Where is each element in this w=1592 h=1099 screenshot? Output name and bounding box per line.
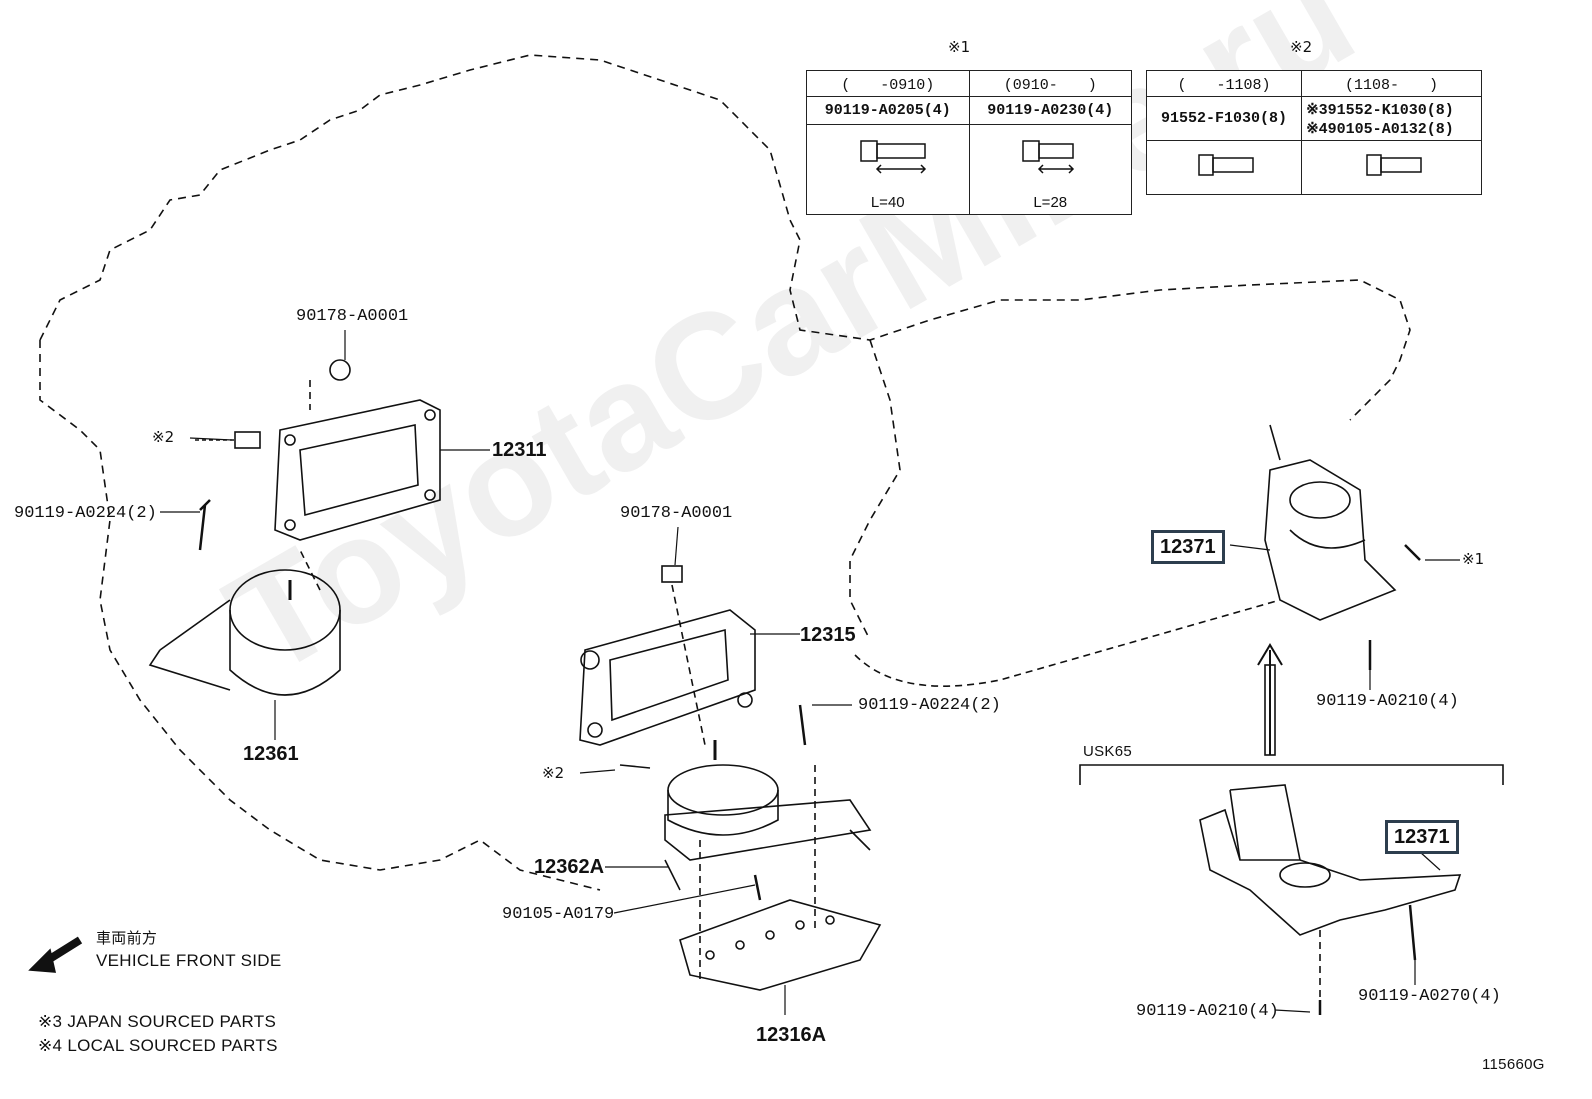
table2-part-2: ※490105-A0132(8): [1306, 120, 1454, 138]
label-12361: 12361: [243, 743, 299, 765]
label-90119-a0224-left: 90119-A0224(2): [14, 504, 157, 523]
label-mark2-mid: ※2: [542, 764, 565, 782]
legend-front-en: VEHICLE FRONT SIDE: [96, 951, 282, 970]
table2-part-0: 91552-F1030(8): [1145, 96, 1303, 141]
table2-bolt-cell-1: [1301, 140, 1482, 195]
table1-bolt-cell-1: L=28: [968, 124, 1132, 215]
bolt-icon: [860, 139, 926, 174]
table1-length-0: L=40: [870, 193, 905, 211]
label-90178-a0001-left: 90178-A0001: [296, 307, 409, 326]
plate-12316a-shape: [679, 899, 882, 991]
table1-part-0: 90119-A0205(4): [806, 96, 970, 125]
label-90119-a0270: 90119-A0270(4): [1358, 987, 1501, 1006]
table2-part-cell-1: ※391552-K1030(8) ※490105-A0132(8): [1301, 96, 1482, 141]
label-12371-bottom: 12371: [1385, 820, 1459, 854]
label-12371-top: 12371: [1151, 530, 1225, 564]
bolt-icon: [1198, 154, 1254, 176]
bolt-icon: [1022, 139, 1075, 174]
table1-header-1: (0910- ): [968, 70, 1132, 97]
label-90178-a0001-mid: 90178-A0001: [620, 504, 733, 523]
label-usk65: USK65: [1083, 743, 1133, 760]
label-90119-a0210-top: 90119-A0210(4): [1316, 692, 1459, 711]
table2-bolt-cell-0: [1145, 140, 1303, 195]
label-mark1: ※1: [1462, 550, 1485, 568]
table2-header-1: (1108- ): [1301, 70, 1482, 97]
table2-header-0: ( -1108): [1145, 70, 1303, 97]
figure-id: 115660G: [1482, 1056, 1545, 1073]
table1-header-0: ( -0910): [806, 70, 970, 97]
table2-part-1: ※391552-K1030(8): [1306, 101, 1454, 119]
legend-note3: ※3 JAPAN SOURCED PARTS: [38, 1012, 277, 1031]
label-90119-a0224-mid: 90119-A0224(2): [858, 696, 1001, 715]
label-12311: 12311: [492, 439, 547, 461]
label-90105-a0179: 90105-A0179: [502, 905, 615, 924]
table1-length-1: L=28: [1033, 193, 1068, 211]
bolt-icon: [1365, 154, 1422, 176]
label-mark2-left: ※2: [152, 428, 175, 446]
bracket-12311-shape: [274, 399, 441, 541]
legend-note4: ※4 LOCAL SOURCED PARTS: [38, 1036, 278, 1055]
label-12315: 12315: [800, 624, 856, 646]
spec-table-1: ( -0910) (0910- ) 90119-A0205(4) 90119-A…: [806, 70, 1132, 215]
transmission-outline: [849, 339, 901, 641]
label-90119-a0210-bottom: 90119-A0210(4): [1136, 1002, 1279, 1021]
table1-part-1: 90119-A0230(4): [968, 96, 1132, 125]
note-mark-2: ※2: [1290, 38, 1313, 56]
label-12316a: 12316A: [756, 1024, 827, 1046]
note-mark-1: ※1: [948, 38, 971, 56]
bracket-12315-shape: [579, 609, 756, 746]
spec-table-2: ( -1108) (1108- ) 91552-F1030(8) ※391552…: [1145, 70, 1482, 195]
mount-12371-top-shape: [1264, 459, 1397, 621]
label-12362a: 12362A: [534, 856, 605, 878]
engine-outline: [39, 54, 1411, 891]
table1-bolt-cell-0: L=40: [806, 124, 970, 215]
legend-front-jp: 車両前方: [96, 929, 158, 947]
